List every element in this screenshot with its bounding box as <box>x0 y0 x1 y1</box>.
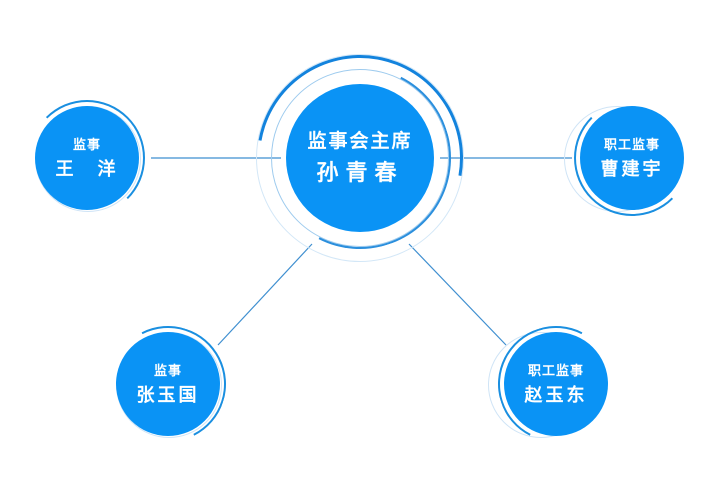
node-disc <box>504 332 608 436</box>
node-title: 职工监事 <box>603 137 660 152</box>
node-name: 曹建宇 <box>600 159 664 179</box>
connector-center-to-bottom-left <box>217 243 313 346</box>
node-labels: 监事 张玉国 <box>137 364 200 404</box>
center-node-disc <box>286 84 434 232</box>
node-employee-supervisor-bottom-right[interactable]: 职工监事 赵玉东 <box>482 310 630 458</box>
node-supervisor-bottom-left[interactable]: 监事 张玉国 <box>94 310 242 458</box>
center-inner-ring <box>271 69 449 247</box>
node-title: 监事 <box>153 363 182 378</box>
node-disc <box>116 332 220 436</box>
node-name: 张玉国 <box>136 385 200 405</box>
node-name: 王 洋 <box>55 159 119 179</box>
node-labels: 监事 王 洋 <box>56 138 119 178</box>
node-accent-arc <box>29 100 145 216</box>
node-labels: 职工监事 赵玉东 <box>525 364 588 404</box>
node-title: 职工监事 <box>527 363 584 378</box>
node-labels: 职工监事 曹建宇 <box>601 138 664 178</box>
connector-center-to-bottom-right <box>408 243 507 346</box>
node-employee-supervisor-right[interactable]: 职工监事 曹建宇 <box>564 96 694 220</box>
node-disc <box>35 106 139 210</box>
center-node-title: 监事会主席 <box>307 131 413 152</box>
node-accent-arc <box>574 100 690 216</box>
node-supervisor-left[interactable]: 监事 王 洋 <box>25 96 149 220</box>
node-title: 监事 <box>72 137 101 152</box>
node-name: 赵玉东 <box>524 385 588 405</box>
center-outer-ring <box>256 54 464 262</box>
center-node-name: 孙青春 <box>316 160 404 185</box>
center-node-labels: 监事会主席 孙青春 <box>307 132 412 184</box>
node-center-chairman[interactable]: 监事会主席 孙青春 <box>216 14 504 302</box>
node-disc <box>580 106 684 210</box>
